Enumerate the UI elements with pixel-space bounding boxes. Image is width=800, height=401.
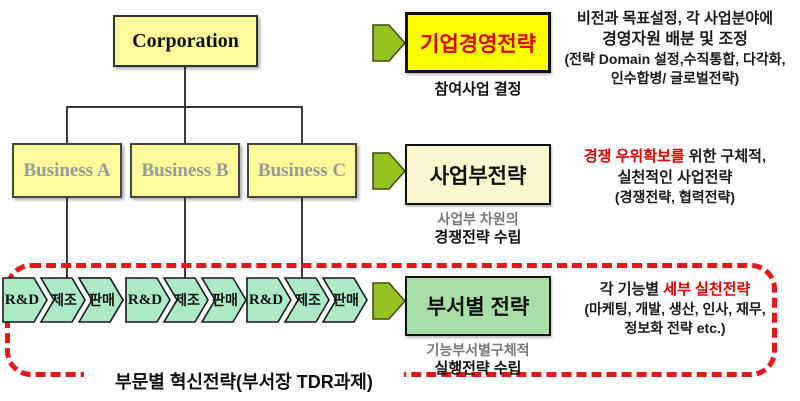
process-group-3: R&D 제조 판매 <box>246 277 368 323</box>
desc-text: 각 기능별 <box>599 281 664 298</box>
caption-text: 참여사업 결정 <box>434 81 522 98</box>
process-chevrons-icon <box>125 277 247 323</box>
department-strategy-description: 각 기능별 세부 실천전략 (마케팅, 개발, 생산, 인사, 재무, 정보화 … <box>552 279 798 338</box>
process-step-label: R&D <box>4 291 40 308</box>
connector-line <box>184 106 186 144</box>
desc-highlight: 세부 실천전략 <box>663 281 751 298</box>
connector-line <box>184 66 186 107</box>
caption-text: 사업부 차원의 <box>437 211 519 227</box>
corporate-strategy-caption: 참여사업 결정 <box>405 80 551 99</box>
process-step-label: 제조 <box>174 292 200 308</box>
division-strategy-caption: 사업부 차원의 경쟁전략 수립 <box>405 211 551 247</box>
corporate-strategy-box: 기업경영전략 <box>405 12 551 73</box>
desc-line: (마케팅, 개발, 생산, 인사, 재무, <box>584 301 766 317</box>
department-strategy-caption: 기능부서별구체적 실행전략 수립 <box>405 342 551 378</box>
desc-highlight: 경쟁 우위확보를 <box>583 148 685 165</box>
desc-line: 실천적인 사업전략 <box>617 169 733 186</box>
desc-line: (경쟁전략, 협력전략) <box>614 189 736 205</box>
process-step-label: 판매 <box>89 292 115 308</box>
business-b-label: Business B <box>141 159 229 181</box>
corporation-box: Corporation <box>113 15 258 67</box>
desc-line: 인수합병/ 글로벌전략) <box>610 70 740 86</box>
process-step-label: 제조 <box>51 292 77 308</box>
connector-line <box>66 106 68 144</box>
division-strategy-description: 경쟁 우위확보를 위한 구체적, 실천적인 사업전략 (경쟁전략, 협력전략) <box>552 146 798 207</box>
desc-line: (전략 Domain 설정,수직통합, 다각화, <box>564 51 786 67</box>
desc-line: 비전과 목표설정, 각 사업분야에 <box>576 10 774 27</box>
tdr-region-title: 부문별 혁신전략(부서장 TDR과제) <box>84 366 404 396</box>
division-strategy-box: 사업부전략 <box>405 144 551 205</box>
caption-text: 실행전략 수립 <box>434 360 522 377</box>
business-c-box: Business C <box>247 143 357 198</box>
desc-line: 각 기능별 세부 실천전략 <box>552 279 798 300</box>
business-b-box: Business B <box>130 143 240 198</box>
process-step-label: R&D <box>248 291 284 308</box>
caption-text: 경쟁전략 수립 <box>434 229 522 246</box>
desc-line: 정보화 전략 etc.) <box>624 320 726 336</box>
connector-line <box>301 106 303 144</box>
process-chevrons-icon <box>246 277 368 323</box>
process-group-1: R&D 제조 판매 <box>2 277 124 323</box>
process-group-2: R&D 제조 판매 <box>125 277 247 323</box>
department-strategy-label: 부서별 전략 <box>426 296 530 319</box>
process-step-label: 판매 <box>333 292 359 308</box>
business-c-label: Business C <box>257 159 347 181</box>
process-step-label: 제조 <box>295 292 321 308</box>
desc-line: 경쟁 우위확보를 위한 구체적, <box>552 146 798 167</box>
connector-line <box>301 197 303 279</box>
connector-line <box>66 197 68 279</box>
flow-arrow-icon <box>372 152 407 195</box>
process-chevrons-icon <box>2 277 124 323</box>
desc-text: 위한 구체적, <box>684 148 767 165</box>
flow-arrow-icon <box>372 24 407 67</box>
caption-text: 기능부서별구체적 <box>426 342 530 358</box>
business-a-box: Business A <box>12 143 122 198</box>
department-strategy-box: 부서별 전략 <box>405 276 551 336</box>
process-step-label: R&D <box>127 291 163 308</box>
flow-arrow-icon <box>372 282 407 325</box>
corporation-label: Corporation <box>132 29 239 52</box>
business-a-label: Business A <box>23 159 111 181</box>
connector-line <box>184 197 186 279</box>
division-strategy-label: 사업부전략 <box>429 164 527 188</box>
corporate-strategy-label: 기업경영전략 <box>420 32 536 56</box>
process-step-label: 판매 <box>212 292 238 308</box>
desc-line: 경영자원 배분 및 조정 <box>602 31 748 48</box>
corporate-strategy-description: 비전과 목표설정, 각 사업분야에 경영자원 배분 및 조정 (전략 Domai… <box>552 8 798 88</box>
